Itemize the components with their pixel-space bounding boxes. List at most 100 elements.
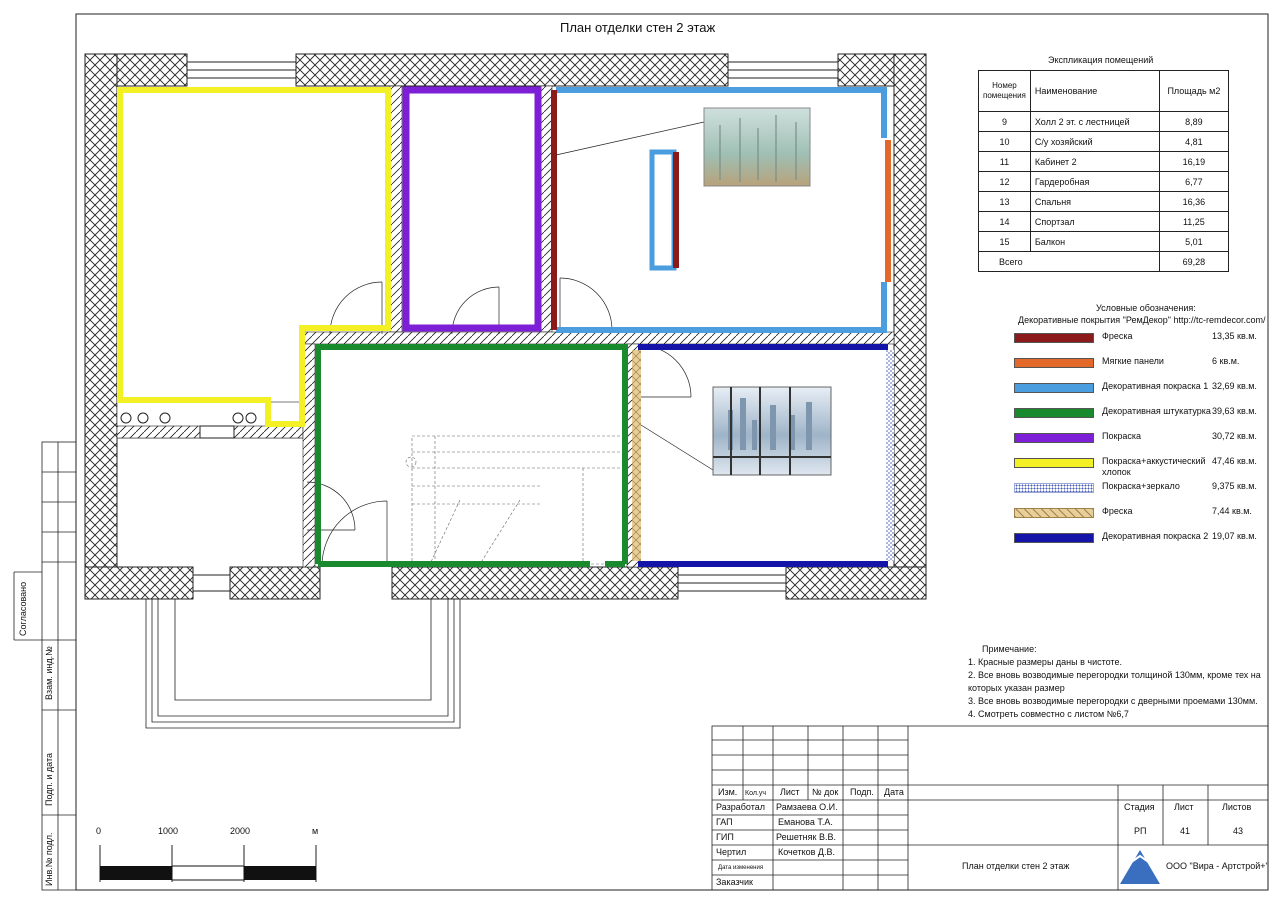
exterior-walls bbox=[84, 53, 927, 600]
sheet-value: 41 bbox=[1180, 826, 1191, 836]
row-name: Гардеробная bbox=[1029, 171, 1160, 192]
stamp-role: Разработал bbox=[716, 802, 765, 812]
row-name: Балкон bbox=[1029, 231, 1160, 252]
stamp-person: Кочетков Д.В. bbox=[778, 847, 835, 857]
row-num: 13 bbox=[978, 191, 1031, 212]
note-line: 2. Все вновь возводимые перегородки толщ… bbox=[968, 670, 1261, 680]
stamp-role: ГИП bbox=[716, 832, 734, 842]
side-label-replace: Взам. инд.№ bbox=[44, 646, 54, 700]
scale-bar bbox=[99, 845, 317, 882]
legend-swatch bbox=[1014, 358, 1094, 368]
row-name: С/у хозяйский bbox=[1029, 131, 1160, 152]
row-num: 12 bbox=[978, 171, 1031, 192]
stamp-role: ГАП bbox=[716, 817, 733, 827]
legend-swatch bbox=[1014, 483, 1094, 493]
finish-lines bbox=[117, 86, 894, 567]
row-area: 16,36 bbox=[1158, 191, 1229, 212]
stamp-col: Изм. bbox=[718, 787, 738, 797]
notes: Примечание: 1. Красные размеры даны в чи… bbox=[968, 643, 1261, 721]
notes-title: Примечание: bbox=[982, 644, 1037, 654]
note-line: 3. Все вновь возводимые перегородки с дв… bbox=[968, 696, 1258, 706]
stamp-col: № док bbox=[812, 787, 839, 797]
legend-item-value: 32,69 кв.м. bbox=[1212, 381, 1257, 391]
row-num: 10 bbox=[978, 131, 1031, 152]
legend-swatch bbox=[1014, 508, 1094, 518]
legend-item-name: Декоративная покраска 2 bbox=[1102, 531, 1209, 541]
side-stamp-frame bbox=[13, 441, 77, 891]
company-name: ООО "Вира - Артстрой+" bbox=[1166, 861, 1269, 871]
legend-item-name: Декоративная покраска 1 bbox=[1102, 381, 1209, 391]
legend-item-name: Мягкие панели bbox=[1102, 356, 1164, 366]
legend-item-name: Покраска bbox=[1102, 431, 1142, 441]
total-label: Всего bbox=[978, 251, 1160, 272]
stamp-role: Заказчик bbox=[716, 877, 753, 887]
stamp-person: Еманова Т.А. bbox=[778, 817, 833, 827]
legend-item-name: Покраска+зеркало bbox=[1102, 481, 1180, 491]
note-line: которых указан размер bbox=[968, 683, 1065, 693]
title-block-frame bbox=[711, 725, 1269, 891]
total-value: 69,28 bbox=[1158, 251, 1229, 272]
legend-item-value: 30,72 кв.м. bbox=[1212, 431, 1257, 441]
legend-swatch bbox=[1014, 408, 1094, 418]
row-name: Спальня bbox=[1029, 191, 1160, 212]
row-area: 4,81 bbox=[1158, 131, 1229, 152]
stamp-role: Чертил bbox=[716, 847, 747, 857]
side-label-signature: Подп. и дата bbox=[44, 752, 54, 806]
scale-label: 2000 bbox=[230, 826, 251, 836]
scale-label: м bbox=[312, 826, 319, 836]
stamp-col: Подп. bbox=[850, 787, 874, 797]
stage-label: Стадия bbox=[1124, 802, 1155, 812]
legend-item-name: Фреска bbox=[1102, 331, 1133, 341]
legend-item-name: Покраска+аккустический хлопок bbox=[1102, 456, 1206, 477]
note-line: 1. Красные размеры даны в чистоте. bbox=[968, 657, 1122, 667]
row-num: 9 bbox=[978, 111, 1031, 132]
legend-swatch bbox=[1014, 433, 1094, 443]
row-name: Спортзал bbox=[1029, 211, 1160, 232]
stamp-person: Рамзаева О.И. bbox=[776, 802, 838, 812]
legend-title: Условные обозначения: bbox=[1096, 303, 1196, 313]
scale-label: 1000 bbox=[158, 826, 179, 836]
legend-item-value: 13,35 кв.м. bbox=[1212, 331, 1257, 341]
stamp-col: Лист bbox=[780, 787, 800, 797]
row-area: 8,89 bbox=[1158, 111, 1229, 132]
legend-item-value: 39,63 кв.м. bbox=[1212, 406, 1257, 416]
legend-item-value: 7,44 кв.м. bbox=[1212, 506, 1252, 516]
legend-subtitle: Декоративные покрытия "РемДекор" http://… bbox=[1018, 315, 1266, 325]
stamp-role: Дата изменения bbox=[718, 865, 764, 871]
explication-title: Экспликация помещений bbox=[1048, 55, 1154, 65]
sheets-label: Листов bbox=[1222, 802, 1252, 812]
legend-swatch bbox=[1014, 383, 1094, 393]
row-num: 11 bbox=[978, 151, 1031, 172]
company-logo bbox=[1119, 850, 1161, 884]
legend-swatch bbox=[1014, 533, 1094, 543]
sheet-label: Лист bbox=[1174, 802, 1194, 812]
legend-item-name: Декоративная штукатурка bbox=[1102, 406, 1211, 416]
stamp-col: Дата bbox=[884, 787, 904, 797]
stamp-col: Кол.уч bbox=[745, 790, 766, 797]
side-label-inventory: Инв.№ подл. bbox=[44, 832, 54, 886]
note-line: 4. Смотреть совместно с листом №6,7 bbox=[968, 709, 1129, 719]
fresco-images bbox=[555, 107, 832, 476]
stage-value: РП bbox=[1134, 826, 1147, 836]
drawing-title: План отделки стен 2 этаж bbox=[560, 20, 716, 35]
row-area: 6,77 bbox=[1158, 171, 1229, 192]
scale-label: 0 bbox=[96, 826, 102, 836]
explication-header-name: Наименование bbox=[1029, 70, 1160, 112]
legend-swatch bbox=[1014, 333, 1094, 343]
side-label-approved: Согласовано bbox=[18, 581, 28, 636]
row-name: Холл 2 эт. с лестницей bbox=[1029, 111, 1160, 132]
balcony bbox=[145, 599, 461, 729]
table-total-row: Всего 69,28 bbox=[978, 251, 1229, 272]
row-area: 16,19 bbox=[1158, 151, 1229, 172]
row-num: 15 bbox=[978, 231, 1031, 252]
stamp-person: Решетняк В.В. bbox=[776, 832, 836, 842]
doc-title: План отделки стен 2 этаж bbox=[962, 861, 1070, 871]
row-name: Кабинет 2 bbox=[1029, 151, 1160, 172]
